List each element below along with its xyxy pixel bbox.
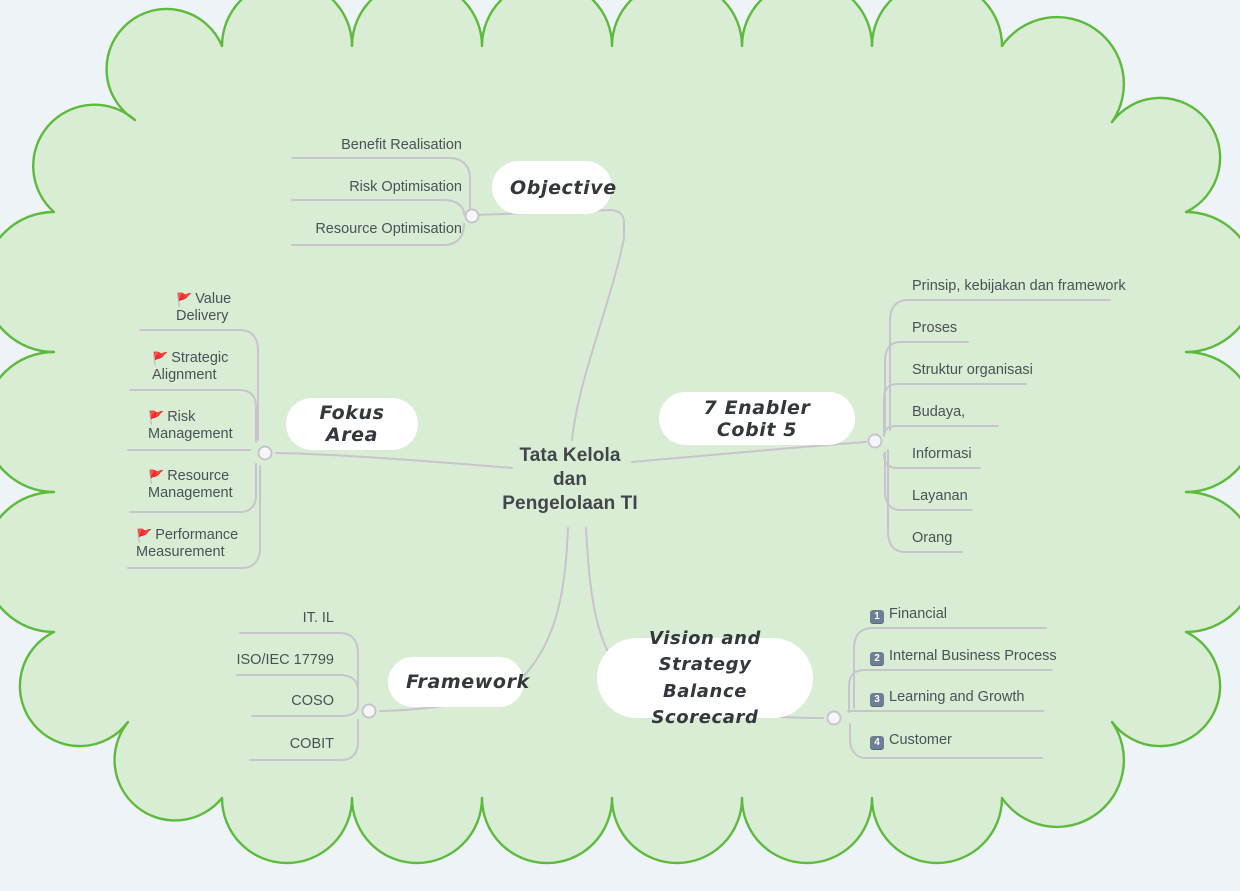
leaf-vision-2-text: Internal Business Process xyxy=(889,648,1057,664)
flag-icon: 🚩 xyxy=(148,410,165,425)
central-topic-line2: dan xyxy=(552,469,588,490)
leaf-enabler-7-text: Orang xyxy=(912,530,953,546)
branch-framework-label: Framework xyxy=(406,671,530,693)
central-topic-line3: Pengelolaan TI xyxy=(502,493,638,514)
leaf-vision-1-text: Financial xyxy=(889,606,948,622)
leaf-enabler-6-text: Layanan xyxy=(912,488,968,504)
leaf-enabler-2-text: Proses xyxy=(912,320,958,336)
leaf-fokus-2-line1: Strategic xyxy=(171,350,229,366)
leaf-framework-2[interactable]: ISO/IEC 17799 xyxy=(110,652,334,669)
leaf-fokus-3-line2: Management xyxy=(148,426,233,442)
leaf-framework-3[interactable]: COSO xyxy=(140,693,334,710)
leaf-fokus-3[interactable]: 🚩Risk Management xyxy=(148,408,266,443)
leaf-fokus-4-line2: Management xyxy=(148,485,233,501)
leaf-fokus-1-line1: Value xyxy=(195,291,232,307)
leaf-framework-4-text: COBIT xyxy=(289,736,334,752)
leaf-vision-3[interactable]: 3 Learning and Growth xyxy=(870,689,1025,707)
leaf-fokus-1[interactable]: 🚩Value Delivery xyxy=(176,290,266,325)
leaf-enabler-5-text: Informasi xyxy=(912,446,972,462)
leaf-fokus-5-line1: Performance xyxy=(155,527,239,543)
flag-icon: 🚩 xyxy=(176,292,193,307)
leaf-objective-3[interactable]: Resource Optimisation xyxy=(182,221,462,238)
leaf-objective-1-text: Benefit Realisation xyxy=(341,137,462,153)
leaf-objective-1[interactable]: Benefit Realisation xyxy=(212,137,462,154)
number-badge-icon: 3 xyxy=(870,693,884,707)
leaf-framework-4[interactable]: COBIT xyxy=(140,736,334,753)
leaf-objective-2-text: Risk Optimisation xyxy=(349,179,462,195)
leaf-fokus-1-line2: Delivery xyxy=(176,308,229,324)
number-badge-icon: 2 xyxy=(870,652,884,666)
branch-enabler-cobit-5-label: 7 Enabler Cobit 5 xyxy=(703,396,811,441)
leaf-enabler-3-text: Struktur organisasi xyxy=(912,362,1033,378)
number-badge-icon: 4 xyxy=(870,736,884,750)
leaf-framework-1-text: IT. IL xyxy=(302,610,334,626)
branch-framework[interactable]: Framework xyxy=(388,657,530,707)
leaf-enabler-4-text: Budaya, xyxy=(912,404,966,420)
leaf-fokus-3-line1: Risk xyxy=(167,409,196,425)
branch-vision-label-line2: Balance Scorecard xyxy=(651,680,759,728)
leaf-enabler-4[interactable]: Budaya, xyxy=(912,404,965,421)
leaf-vision-3-text: Learning and Growth xyxy=(889,689,1025,705)
flag-icon: 🚩 xyxy=(148,469,165,484)
leaf-framework-1[interactable]: IT. IL xyxy=(140,610,334,627)
leaf-enabler-3[interactable]: Struktur organisasi xyxy=(912,362,1033,379)
leaf-fokus-2[interactable]: 🚩Strategic Alignment xyxy=(152,349,262,384)
leaf-vision-4[interactable]: 4 Customer xyxy=(870,732,952,750)
central-topic[interactable]: Tata Kelola dan Pengelolaan TI xyxy=(470,444,670,516)
leaf-vision-4-text: Customer xyxy=(889,732,952,748)
leaf-enabler-5[interactable]: Informasi xyxy=(912,446,972,463)
leaf-enabler-1-text: Prinsip, kebijakan dan framework xyxy=(912,278,1126,294)
leaf-enabler-2[interactable]: Proses xyxy=(912,320,957,337)
branch-objective[interactable]: Objective xyxy=(492,161,617,214)
flag-icon: 🚩 xyxy=(152,351,169,366)
leaf-enabler-7[interactable]: Orang xyxy=(912,530,952,547)
leaf-fokus-5-line2: Measurement xyxy=(136,544,225,560)
number-badge-icon: 1 xyxy=(870,610,884,624)
central-topic-line1: Tata Kelola xyxy=(519,445,621,466)
leaf-vision-2[interactable]: 2 Internal Business Process xyxy=(870,648,1057,666)
branch-fokus-area[interactable]: Fokus Area xyxy=(286,398,418,450)
branch-vision-label-line1: Vision and Strategy xyxy=(649,627,761,675)
leaf-fokus-5[interactable]: 🚩Performance Measurement xyxy=(136,526,266,561)
leaf-framework-3-text: COSO xyxy=(291,693,334,709)
leaf-fokus-2-line2: Alignment xyxy=(152,367,217,383)
leaf-enabler-1[interactable]: Prinsip, kebijakan dan framework xyxy=(912,278,1126,295)
leaf-enabler-6[interactable]: Layanan xyxy=(912,488,968,505)
flag-icon: 🚩 xyxy=(136,528,153,543)
branch-enabler-cobit-5[interactable]: 7 Enabler Cobit 5 xyxy=(659,392,855,445)
leaf-objective-3-text: Resource Optimisation xyxy=(315,221,462,237)
leaf-fokus-4-line1: Resource xyxy=(167,468,230,484)
leaf-framework-2-text: ISO/IEC 17799 xyxy=(236,652,334,668)
branch-objective-label: Objective xyxy=(510,176,617,199)
leaf-objective-2[interactable]: Risk Optimisation xyxy=(212,179,462,196)
leaf-fokus-4[interactable]: 🚩Resource Management xyxy=(148,467,266,502)
branch-vision-and-strategy[interactable]: Vision and Strategy Balance Scorecard xyxy=(597,628,813,728)
branch-fokus-area-label: Fokus Area xyxy=(319,402,385,446)
leaf-vision-1[interactable]: 1 Financial xyxy=(870,606,948,624)
